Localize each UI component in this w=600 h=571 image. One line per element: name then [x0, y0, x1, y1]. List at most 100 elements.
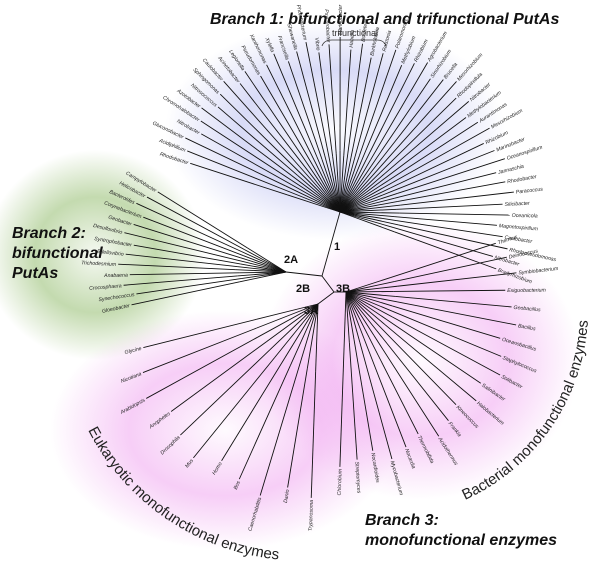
branch3a-shading	[50, 310, 400, 550]
edge-branch1-inner-15	[324, 155, 341, 213]
edge-branch1-inner-8	[298, 165, 341, 213]
edge-branch3b-inner-6	[345, 291, 393, 307]
edge-branch3b-inner-10	[345, 291, 386, 326]
edge-branch1-leaf-18	[328, 44, 337, 154]
edge-branch3b-inner-14	[345, 291, 369, 335]
edge-branch1-leaf-3	[201, 133, 292, 186]
edge-branch3a-leaf-9	[287, 368, 308, 488]
edge-branch1-leaf-9	[239, 83, 306, 168]
edge-branch1-inner-42	[339, 208, 397, 213]
edge-branch1-inner-47	[339, 211, 394, 228]
leaf-branch3b-19: Chlorobium	[337, 468, 344, 495]
edge-branch1-leaf-10	[244, 71, 308, 164]
edge-branch3b-leaf-14	[367, 334, 419, 435]
edge-branch1-inner-38	[339, 192, 398, 213]
edge-branch1-inner-27	[339, 159, 372, 213]
edge-branch1-inner-41	[339, 204, 401, 213]
trifunctional-label: trifunctional	[332, 28, 378, 38]
edge-branch1-inner-34	[339, 180, 389, 213]
edge-branch2-leaf-11	[136, 278, 242, 295]
edge-branch1-inner-12	[313, 160, 341, 213]
edge-branch1-leaf-29	[375, 79, 444, 166]
edge-branch1-leaf-39	[394, 172, 497, 199]
leaf-branch1-40: Rhodobacter	[507, 174, 538, 185]
edge-branch1-inner-4	[291, 179, 341, 213]
edge-branch1-inner-9	[304, 166, 341, 213]
branch2-shading	[0, 150, 205, 360]
edge-branch1-leaf-38	[397, 158, 505, 194]
edge-branch1-inner-17	[332, 156, 341, 213]
edge-branch1-inner-25	[339, 160, 363, 213]
edge-branch2-inner-7	[237, 266, 287, 273]
edge-branch1-inner-11	[311, 164, 341, 213]
edge-branch2-inner-4	[240, 257, 287, 273]
edge-branch3b-inner-19	[343, 291, 347, 345]
edge-branch2-inner-10	[237, 271, 287, 277]
edge-branch1-inner-35	[339, 182, 393, 213]
edge-branch1-leaf-34	[387, 121, 479, 181]
edge-branch1-inner-21	[339, 153, 349, 213]
branch1-title: Branch 1: bifunctional and trifunctional…	[210, 11, 559, 28]
edge-branch3a-inner-10	[315, 303, 319, 372]
edge-branch1-inner-24	[339, 155, 360, 213]
edge-branch1-inner-14	[321, 159, 341, 213]
edge-branch3b-leaf-19	[339, 344, 345, 467]
edge-branch1-leaf-40	[397, 181, 506, 202]
edge-branch2-leaf-5	[124, 232, 238, 261]
leaf-branch1-18: Psychrobacter	[323, 9, 331, 43]
branch2-title-line1: Branch 2:	[12, 225, 86, 242]
edge-branch1-inner-44	[339, 211, 395, 218]
edge-branch1-leaf-5	[201, 107, 292, 176]
edge-branch1-inner-43	[339, 211, 400, 214]
edge-branch2-inner-12	[239, 271, 287, 283]
edge-branch1-inner-18	[335, 153, 341, 213]
edge-branch1-inner-30	[339, 166, 382, 213]
edge-root-branch1	[321, 211, 341, 277]
edge-branch2-inner-11	[241, 271, 287, 280]
edge-branch1-inner-3	[291, 184, 341, 213]
edge-branch1-inner-10	[306, 162, 341, 213]
edge-branch1-leaf-1	[187, 150, 287, 192]
edge-branch3a-leaf-6	[221, 358, 285, 461]
edge-branch3b-leaf-9	[386, 319, 482, 384]
edge-branch1-leaf-41	[400, 191, 514, 206]
edge-branch1-inner-29	[339, 165, 377, 213]
edge-branch1-leaf-26	[365, 63, 415, 161]
edge-branch1-leaf-35	[392, 127, 490, 184]
edge-branch1-leaf-31	[380, 97, 457, 173]
edge-branch3b-leaf-6	[392, 305, 501, 339]
edge-branch3b-leaf-18	[348, 342, 358, 460]
edge-branch3a-inner-3	[266, 303, 319, 342]
leaf-branch1-39: Jannaschia	[497, 164, 525, 176]
edge-branch1-inner-20	[339, 155, 345, 213]
edge-branch1-leaf-15	[296, 51, 326, 156]
edge-branch1-leaf-21	[347, 43, 363, 154]
leaf-branch2-10: Crocosphaera	[89, 283, 122, 292]
edge-branch2-leaf-9	[129, 272, 240, 276]
edge-root-branch2	[285, 271, 323, 277]
leaf-branch1-42: Silicibacter	[504, 201, 530, 208]
edge-branch3a-leaf-8	[259, 370, 299, 496]
edge-branch1-leaf-8	[223, 80, 300, 167]
tree-edges	[118, 36, 517, 498]
edge-branch2-inner-3	[243, 255, 287, 273]
leaf-branch3a-10: Trypanosoma	[308, 500, 315, 532]
edge-branch1-leaf-43	[399, 212, 510, 216]
edge-branch1-leaf-6	[217, 106, 298, 176]
edge-branch1-inner-40	[339, 201, 398, 213]
edge-branch3a-inner-8	[297, 303, 319, 372]
edge-branch3b-inner-2	[345, 285, 398, 293]
edge-branch1-leaf-20	[343, 49, 352, 156]
edge-branch3b-leaf-16	[359, 341, 393, 460]
edge-branch2-leaf-3	[143, 216, 244, 256]
leaf-branch3a-5: Mus	[184, 458, 195, 470]
edge-branch1-leaf-46	[398, 224, 508, 250]
edge-branch3b-inner-12	[345, 291, 378, 331]
edge-branch3b-inner-17	[345, 291, 355, 340]
branch3-title-line1: Branch 3:	[365, 512, 439, 529]
edge-branch2-leaf-12	[131, 281, 240, 306]
edge-branch3b-inner-13	[345, 291, 375, 336]
edge-branch3b-inner-11	[345, 291, 380, 327]
edge-branch1-leaf-0	[190, 162, 288, 196]
edge-branch2-inner-1	[244, 249, 287, 273]
